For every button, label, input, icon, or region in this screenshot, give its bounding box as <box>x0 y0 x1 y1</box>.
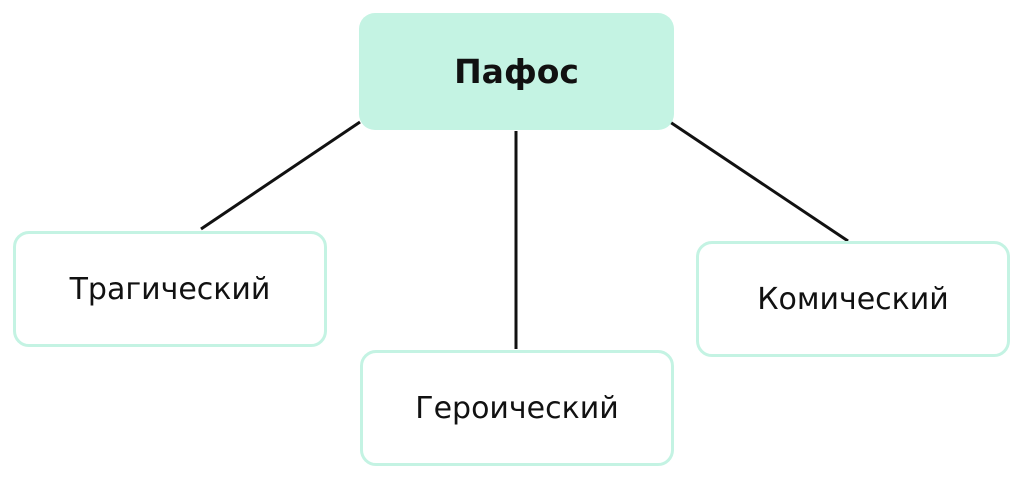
child-node-comic-label: Комический <box>757 281 949 317</box>
root-node: Пафос <box>359 13 674 130</box>
connector-left <box>200 120 361 231</box>
root-node-label: Пафос <box>454 52 579 91</box>
child-node-tragic-label: Трагический <box>69 271 271 307</box>
child-node-comic: Комический <box>696 241 1010 357</box>
child-node-heroic: Героический <box>360 350 674 466</box>
child-node-tragic: Трагический <box>13 231 327 347</box>
connector-right <box>669 120 849 243</box>
child-node-heroic-label: Героический <box>415 390 619 426</box>
